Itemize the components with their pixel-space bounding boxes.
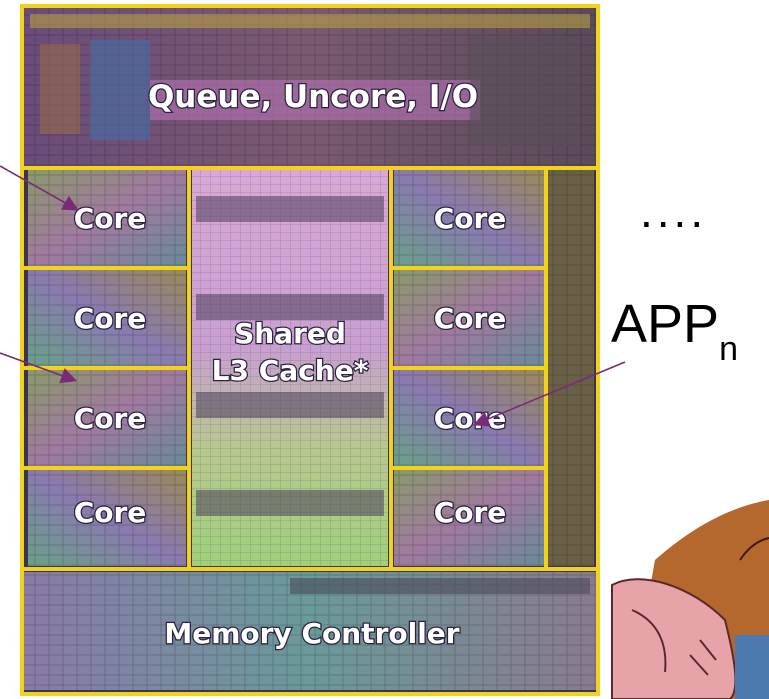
core-label-left-1: Core: [74, 202, 147, 235]
core-label-left-2: Core: [74, 302, 147, 335]
core-label-right-1: Core: [434, 202, 507, 235]
core-label-right-3: Core: [434, 402, 507, 435]
app-label: APPn: [611, 294, 738, 368]
die-frame-lines: [20, 4, 600, 696]
memory-controller-label: Memory Controller: [164, 617, 459, 650]
arrow-to-left-core-3: [0, 352, 78, 384]
core-label-left-3: Core: [74, 402, 147, 435]
ellipsis-text: ....: [640, 185, 707, 237]
uncore-region: [24, 8, 596, 166]
cache-label-line1: Shared: [234, 317, 346, 350]
core-label-left-4: Core: [74, 496, 147, 529]
uncore-label: Queue, Uncore, I/O: [148, 79, 478, 115]
l3-cache-region: [192, 170, 388, 566]
app-label-main: APP: [611, 294, 719, 354]
cache-label-line2: L3 Cache*: [212, 354, 369, 387]
cartoon-dinosaur-illustration: [611, 500, 769, 699]
app-label-subscript: n: [719, 330, 738, 368]
arrow-to-left-core-1: [0, 165, 79, 211]
core-label-right-2: Core: [434, 302, 507, 335]
core-label-right-4: Core: [434, 496, 507, 529]
arrow-app-to-core: [473, 361, 626, 427]
memory-controller-region: [24, 572, 596, 690]
